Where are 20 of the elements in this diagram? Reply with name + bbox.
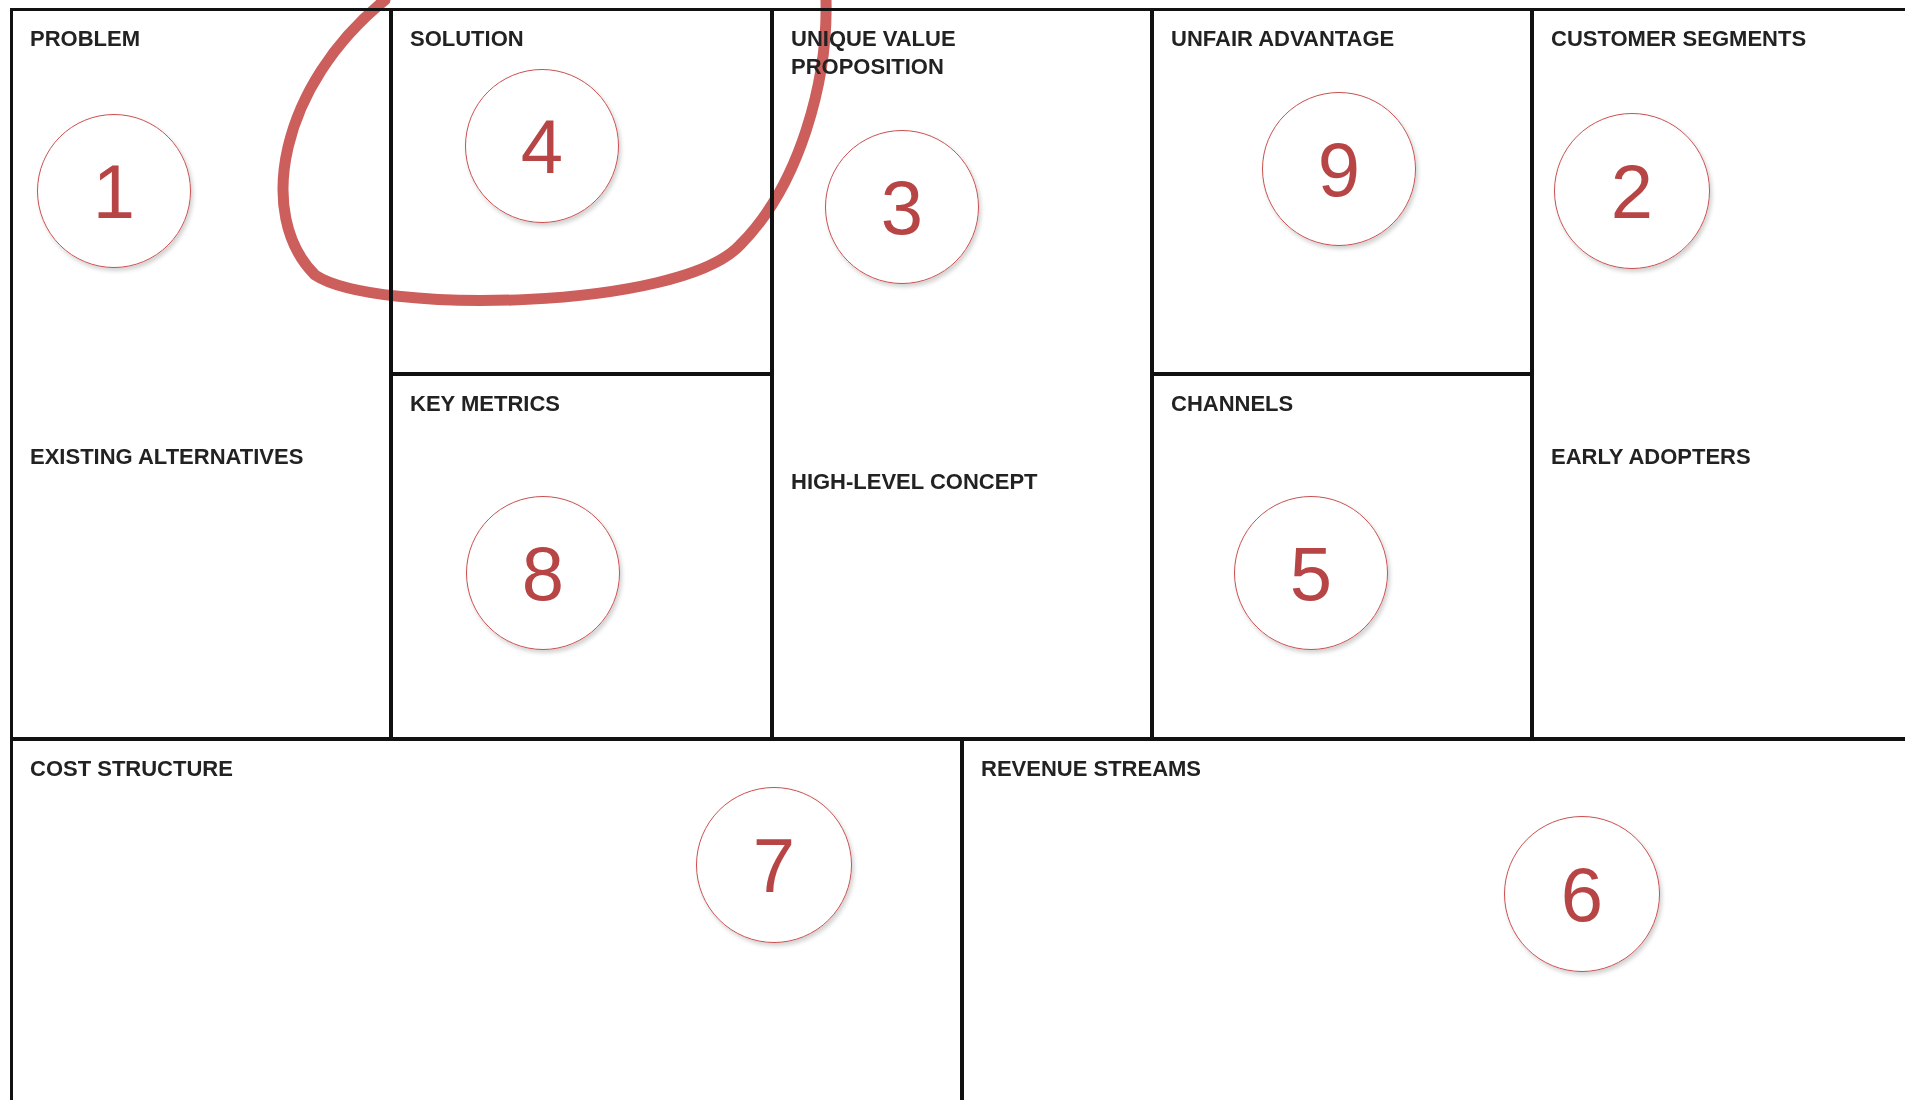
canvas-section (10, 738, 963, 1100)
section-heading: COST STRUCTURE (30, 755, 233, 783)
canvas-section (771, 8, 1153, 740)
section-heading: PROBLEM (30, 25, 140, 53)
canvas-section (1151, 8, 1533, 375)
section-heading: REVENUE STREAMS (981, 755, 1202, 783)
canvas-section (10, 8, 392, 740)
subheading: HIGH-LEVEL CONCEPT (791, 468, 1038, 496)
section-heading: SOLUTION (410, 25, 524, 53)
canvas-section (390, 373, 773, 740)
canvas-section (1531, 8, 1905, 740)
section-heading: CHANNELS (1171, 390, 1294, 418)
section-heading: KEY METRICS (410, 390, 560, 418)
canvas-section (961, 738, 1905, 1100)
canvas-section (1151, 373, 1533, 740)
subheading: EXISTING ALTERNATIVES (30, 443, 304, 471)
canvas-section (390, 8, 773, 375)
section-heading: CUSTOMER SEGMENTS (1551, 25, 1807, 53)
subheading: EARLY ADOPTERS (1551, 443, 1751, 471)
section-heading: UNFAIR ADVANTAGE (1171, 25, 1395, 53)
